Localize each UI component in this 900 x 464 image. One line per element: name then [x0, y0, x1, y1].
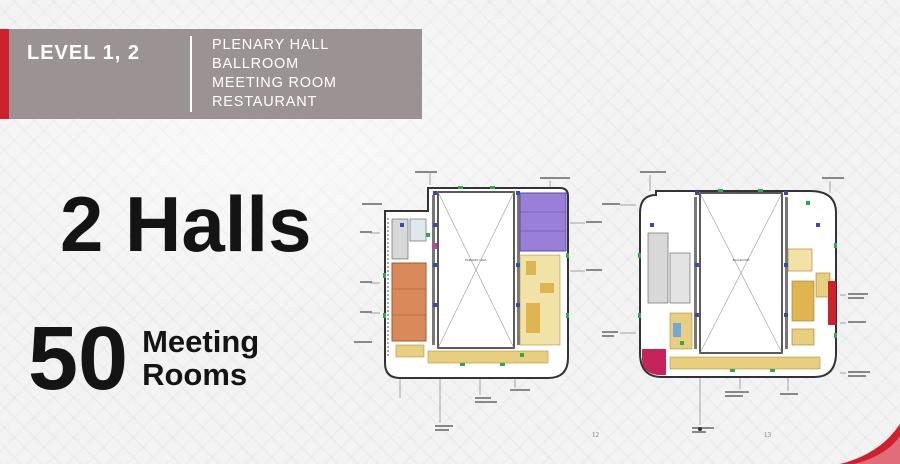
purple-room-block	[519, 192, 567, 252]
meeting-room-block	[815, 272, 831, 298]
plan-column	[517, 195, 520, 345]
hall-label: BALLROOM	[733, 258, 750, 262]
meeting-room-block	[791, 328, 815, 346]
level-label: LEVEL 1, 2	[27, 42, 141, 64]
exit-markers	[638, 189, 837, 372]
meeting-label-line2: Rooms	[142, 357, 248, 392]
exit-markers	[383, 186, 569, 366]
marker-pink	[433, 243, 437, 249]
feature-item: BALLROOM	[212, 56, 299, 72]
meeting-room-block	[791, 280, 815, 322]
service-room	[526, 261, 536, 275]
floor-plan-level-2: BALLROOM	[602, 171, 870, 439]
wall-markers	[400, 191, 520, 307]
plan-column	[785, 197, 788, 349]
small-room	[669, 252, 691, 304]
halls-count: 2 Halls	[60, 180, 312, 268]
level-banner: LEVEL 1, 2 PLENARY HALL BALLROOM MEETING…	[0, 29, 422, 119]
corner-swoosh	[840, 424, 900, 464]
service-room	[540, 283, 554, 293]
meeting-label-line1: Meeting	[142, 324, 260, 360]
restroom	[673, 323, 681, 337]
hall-diagonal	[699, 192, 783, 354]
orange-room-block	[391, 262, 427, 342]
foyer-corridor	[669, 356, 821, 370]
plan-pin	[698, 427, 702, 431]
hall-label: PLENARY HALL	[465, 258, 487, 262]
meeting-rooms-label: Meeting Rooms	[142, 326, 259, 391]
floor-plans: PLENARY HALL	[354, 171, 870, 439]
restaurant-block-corner	[642, 349, 666, 375]
wall-markers	[650, 191, 820, 317]
small-room	[391, 218, 409, 260]
floor-plan-level-1: PLENARY HALL	[354, 171, 602, 439]
service-area	[787, 248, 813, 272]
small-room	[647, 232, 669, 304]
callout-tags	[354, 171, 602, 431]
service-room	[526, 303, 540, 333]
feature-item: PLENARY HALL	[212, 37, 330, 53]
hall-diagonal	[437, 191, 515, 349]
meeting-rooms-stat: 50 Meeting Rooms	[28, 314, 259, 404]
plan-column	[694, 197, 697, 349]
page-number-left: 12	[592, 431, 600, 439]
plan-column	[432, 195, 435, 345]
corner-swoosh-highlight	[854, 436, 900, 464]
page-number-right: 13	[764, 431, 772, 439]
feature-item: MEETING ROOM	[212, 75, 337, 91]
callout-tags	[602, 171, 870, 433]
restaurant-block	[828, 281, 836, 325]
small-room	[409, 218, 427, 242]
foyer-corridor	[395, 344, 425, 358]
corner-accent	[840, 424, 900, 464]
foyer-corridor	[427, 350, 549, 364]
banner-divider	[190, 36, 192, 112]
banner-accent-bar	[0, 29, 9, 119]
feature-item: RESTAURANT	[212, 94, 318, 110]
callout-lines	[620, 175, 846, 425]
meeting-rooms-number: 50	[28, 309, 129, 409]
feature-list: PLENARY HALL BALLROOM MEETING ROOM RESTA…	[212, 36, 337, 112]
